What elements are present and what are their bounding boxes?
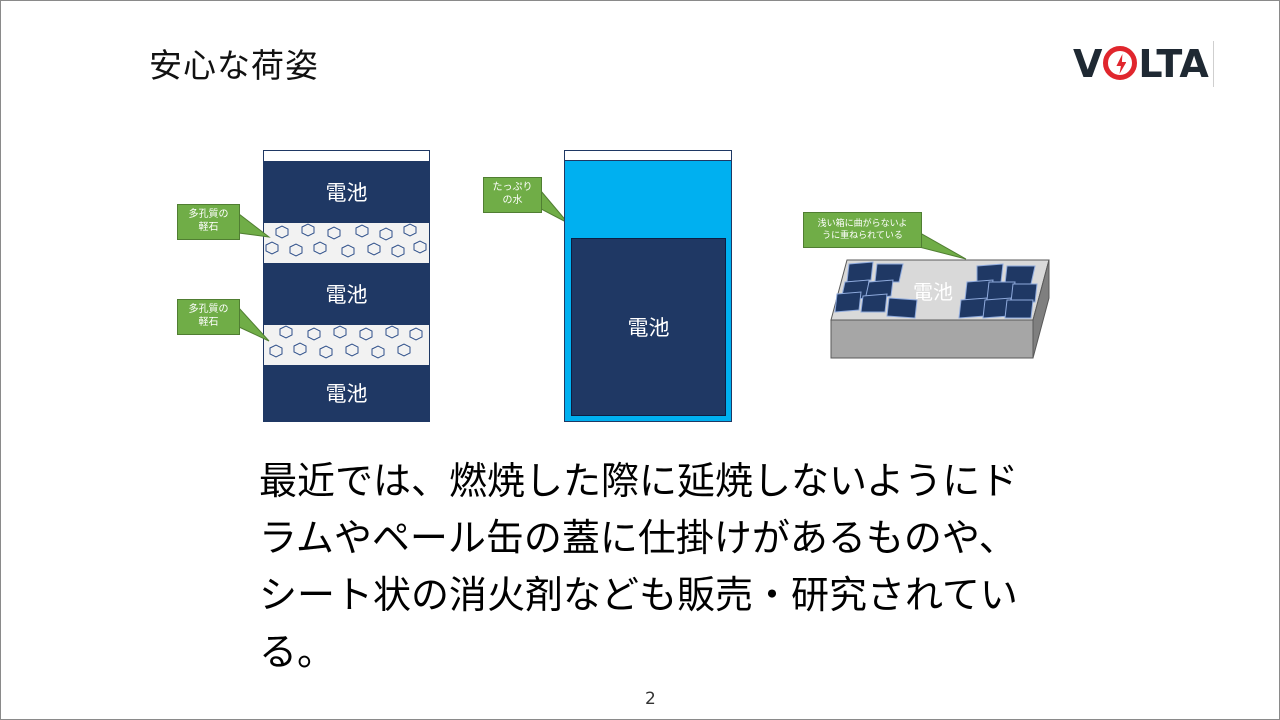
- callout-line: 軽石: [198, 222, 219, 233]
- callout-line: うに重ねられている: [822, 231, 903, 241]
- logo-o-bolt-icon: [1103, 46, 1138, 80]
- pumice-callout: 多孔質の 軽石: [177, 204, 240, 240]
- tank-rim: [565, 151, 731, 161]
- water-tank-diagram: 電池: [564, 150, 732, 422]
- battery-cell: 電池: [264, 365, 429, 421]
- tray-callout: 浅い箱に曲がらないよ うに重ねられている: [803, 212, 922, 248]
- callout-line: 浅い箱に曲がらないよ: [817, 219, 908, 229]
- shallow-tray-diagram: [830, 259, 1050, 359]
- slide-title: 安心な荷姿: [149, 46, 319, 85]
- pumice-layer: [264, 223, 429, 263]
- callout-line: 多孔質の: [188, 304, 229, 315]
- battery-cell: 電池: [264, 263, 429, 325]
- page-number: 2: [645, 689, 656, 709]
- pumice-callout: 多孔質の 軽石: [177, 299, 240, 335]
- logo-divider: [1213, 41, 1214, 87]
- battery-stack-diagram: 電池 電池: [263, 150, 430, 422]
- battery-cell: 電池: [571, 238, 726, 416]
- battery-cell: 電池: [264, 161, 429, 223]
- pumice-layer: [264, 325, 429, 365]
- callout-line: 軽石: [198, 317, 219, 328]
- callout-line: の水: [502, 195, 523, 206]
- callout-line: たっぷり: [492, 182, 533, 193]
- water-callout: たっぷり の水: [483, 177, 542, 213]
- callout-line: 多孔質の: [188, 209, 229, 220]
- battery-label: 電池: [913, 280, 953, 304]
- body-text: 最近では、燃焼した際に延焼しないようにドラムやペール缶の蓋に仕掛けがあるものや、…: [259, 459, 1019, 674]
